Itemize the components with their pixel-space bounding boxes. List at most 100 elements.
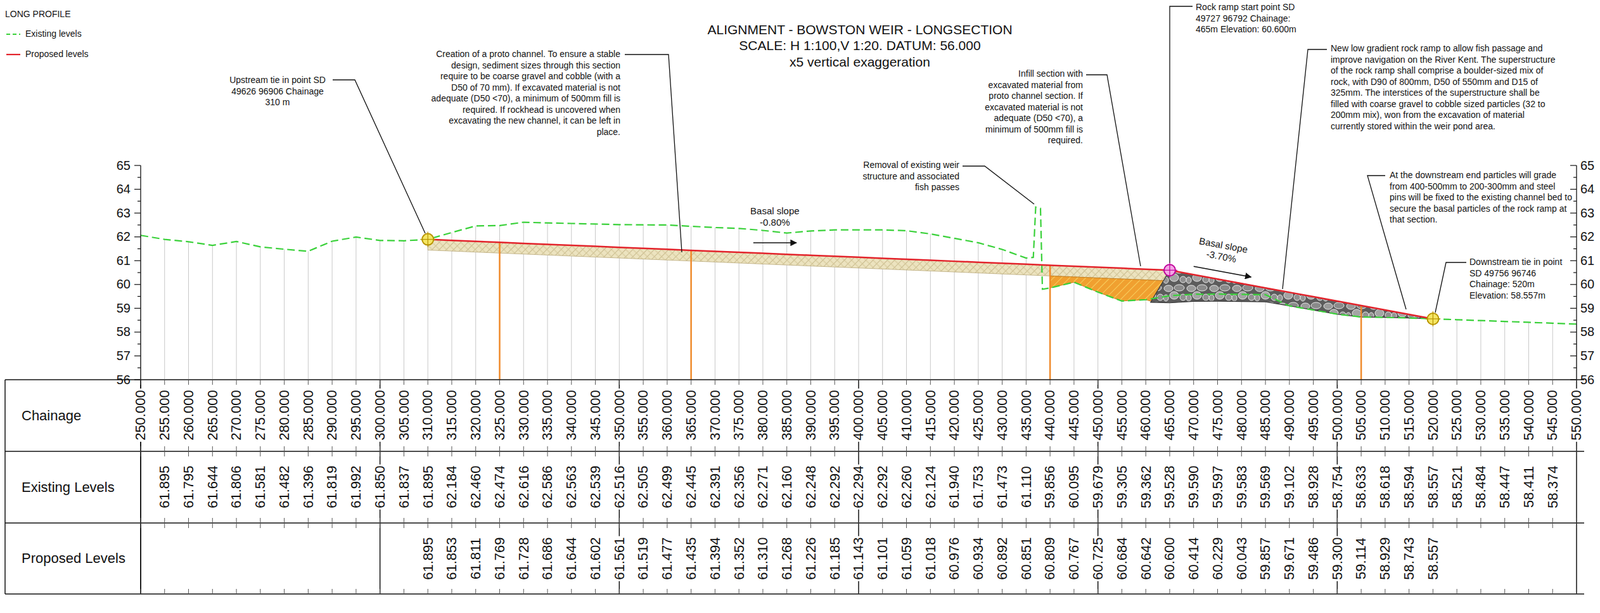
table-tick bbox=[954, 517, 955, 523]
axis-tick bbox=[1570, 212, 1577, 214]
table-tick bbox=[1241, 522, 1242, 528]
table-tick bbox=[1504, 588, 1505, 594]
callout-note: Removal of existing weir structure and a… bbox=[862, 159, 960, 192]
table-tick bbox=[643, 588, 644, 594]
slope-label-wrap: Basal slope -3.70% bbox=[1190, 233, 1255, 268]
table-tick bbox=[1432, 517, 1434, 523]
existing-level-value: 59.362 bbox=[1137, 464, 1154, 510]
existing-level-value: 62.184 bbox=[443, 464, 460, 510]
existing-level-value: 58.447 bbox=[1496, 464, 1513, 510]
existing-level-value: 61.473 bbox=[993, 464, 1010, 510]
table-tick bbox=[1312, 588, 1314, 594]
gridline bbox=[1480, 320, 1481, 380]
chainage-value: 420.000 bbox=[946, 389, 962, 443]
existing-level-value: 58.484 bbox=[1472, 464, 1489, 510]
chainage-value: 395.000 bbox=[826, 389, 843, 443]
existing-level-value: 58.374 bbox=[1544, 464, 1561, 510]
existing-level-value-wrap: 58.484 bbox=[1473, 464, 1489, 510]
table-tick bbox=[1169, 588, 1170, 594]
chainage-value: 440.000 bbox=[1041, 389, 1058, 443]
table-tick bbox=[786, 517, 788, 523]
existing-level-value-wrap: 62.248 bbox=[802, 464, 819, 510]
existing-level-value-wrap: 62.292 bbox=[875, 464, 891, 510]
gridline bbox=[1169, 295, 1170, 380]
table-tick bbox=[619, 379, 620, 385]
chainage-value-wrap: 315.000 bbox=[444, 389, 460, 443]
proposed-level-value: 60.851 bbox=[1017, 535, 1034, 581]
chainage-value-wrap: 485.000 bbox=[1257, 389, 1274, 443]
table-tick bbox=[1312, 451, 1314, 457]
axis-tick bbox=[1570, 283, 1577, 285]
existing-level-value-wrap: 61.895 bbox=[420, 464, 436, 510]
leader-line bbox=[1086, 74, 1141, 267]
table-tick bbox=[906, 379, 907, 385]
chainage-value: 270.000 bbox=[228, 389, 244, 443]
table-tick bbox=[690, 446, 692, 452]
existing-level-value: 62.356 bbox=[730, 464, 747, 510]
table-tick bbox=[451, 522, 452, 528]
proposed-level-value: 60.684 bbox=[1113, 535, 1130, 581]
axis-tick-label: 59 bbox=[1580, 300, 1595, 315]
existing-level-value: 61.581 bbox=[252, 464, 269, 510]
table-tick bbox=[1528, 451, 1530, 457]
table-tick bbox=[355, 451, 357, 457]
chainage-value: 335.000 bbox=[539, 389, 556, 443]
table-tick bbox=[1384, 446, 1386, 452]
table-tick bbox=[379, 588, 381, 594]
chainage-value: 490.000 bbox=[1281, 389, 1298, 443]
table-tick bbox=[786, 446, 788, 452]
callout-note-wrap: Infill section with excavated material f… bbox=[979, 68, 1083, 147]
table-tick bbox=[1097, 517, 1099, 523]
proposed-level-value: 61.519 bbox=[634, 535, 651, 581]
row-header-wrap: Existing Levels bbox=[21, 478, 115, 497]
proposed-level-value: 61.644 bbox=[563, 535, 580, 581]
proposed-level-value-wrap: 60.642 bbox=[1138, 535, 1154, 581]
scale-note-wrap: x5 vertical exaggeration bbox=[789, 53, 931, 71]
table-tick bbox=[1193, 446, 1194, 452]
existing-level-value: 61.850 bbox=[371, 464, 388, 510]
table-tick bbox=[595, 446, 596, 452]
legend-text: Proposed levels bbox=[25, 48, 89, 59]
gridline bbox=[858, 230, 860, 380]
table-tick bbox=[834, 379, 836, 385]
table-tick bbox=[954, 522, 955, 528]
chainage-value: 290.000 bbox=[323, 389, 340, 443]
table-tick bbox=[1504, 451, 1505, 457]
table-tick bbox=[427, 588, 429, 594]
sheet-heading-wrap: LONG PROFILE bbox=[5, 8, 71, 21]
proposed-level-value: 59.300 bbox=[1328, 535, 1345, 581]
chainage-value: 320.000 bbox=[467, 389, 484, 443]
callout-note-wrap: Upstream tie in point SD 49626 96906 Cha… bbox=[223, 74, 333, 109]
table-tick bbox=[643, 379, 644, 385]
table-tick bbox=[427, 517, 429, 523]
chainage-value: 505.000 bbox=[1352, 389, 1369, 443]
chainage-value-wrap: 520.000 bbox=[1425, 389, 1441, 443]
table-tick bbox=[954, 451, 955, 457]
table-tick bbox=[1408, 517, 1410, 523]
table-tick bbox=[1361, 588, 1362, 594]
table-tick bbox=[1145, 379, 1147, 385]
table-tick bbox=[259, 517, 261, 523]
table-tick bbox=[212, 522, 213, 528]
table-tick bbox=[1145, 522, 1147, 528]
table-tick bbox=[1193, 379, 1194, 385]
legend-entry: Proposed levels bbox=[25, 48, 89, 61]
table-tick bbox=[1576, 451, 1578, 457]
table-tick bbox=[475, 522, 476, 528]
chainage-value: 315.000 bbox=[443, 389, 460, 443]
table-tick bbox=[1408, 379, 1410, 385]
table-tick bbox=[1049, 588, 1051, 594]
table-tick bbox=[332, 379, 333, 385]
table-tick bbox=[906, 446, 907, 452]
table-tick bbox=[1432, 588, 1434, 594]
chainage-value: 450.000 bbox=[1089, 389, 1106, 443]
proposed-level-value-wrap: 60.767 bbox=[1066, 535, 1082, 581]
table-tick bbox=[1001, 451, 1003, 457]
proto-channel-fill bbox=[427, 239, 1170, 282]
table-tick bbox=[930, 517, 931, 523]
chainage-value-wrap: 305.000 bbox=[396, 389, 412, 443]
proposed-level-value-wrap: 60.229 bbox=[1209, 535, 1225, 581]
table-tick bbox=[834, 446, 836, 452]
chainage-value-wrap: 415.000 bbox=[922, 389, 938, 443]
table-tick bbox=[619, 522, 620, 528]
